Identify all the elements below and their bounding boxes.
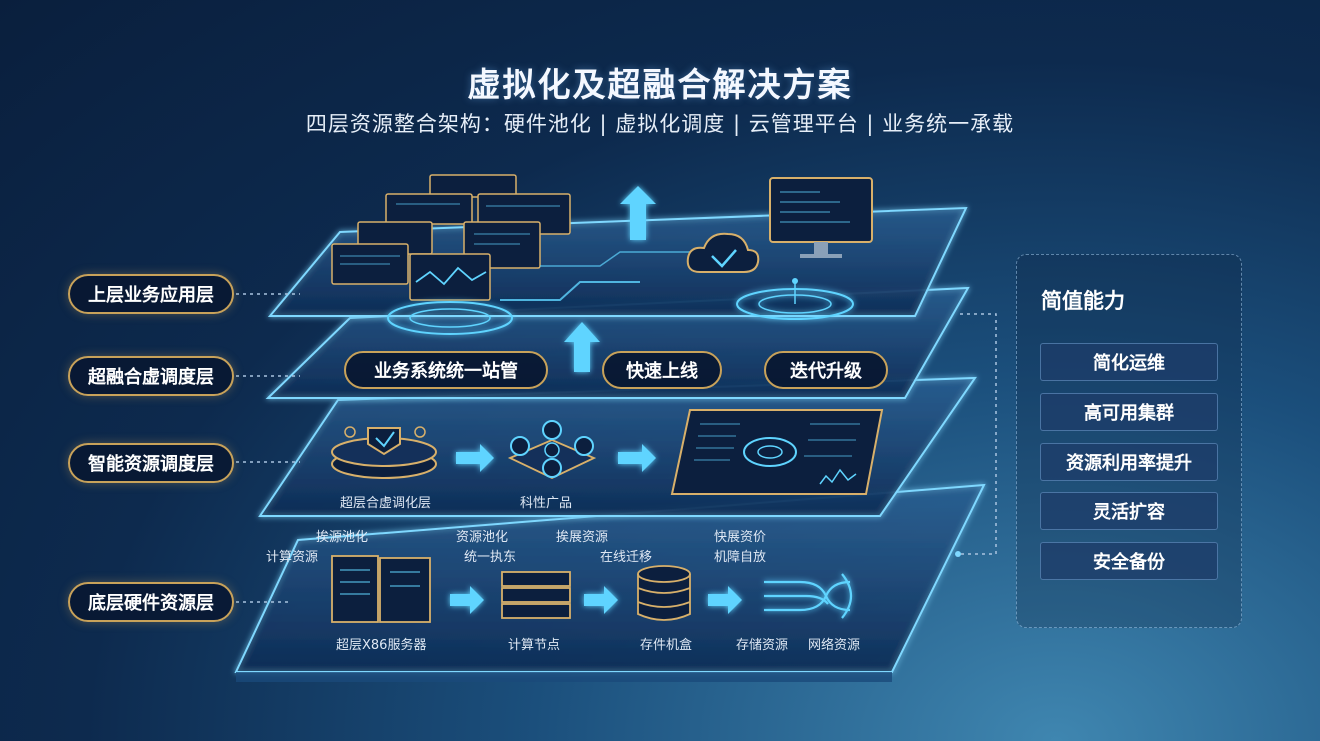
- hardware-feature-label: 挨展资源: [556, 530, 609, 545]
- monitor-icon: [769, 177, 873, 258]
- pill-unified-management: 业务系统统一站管: [344, 351, 548, 389]
- hardware-feature-label: 在线迁移: [600, 550, 653, 565]
- right-arrow-icon: [456, 444, 494, 472]
- bracket-line: [960, 313, 997, 555]
- storage-database-icon: [637, 565, 691, 621]
- right-arrow-icon: [584, 586, 618, 614]
- value-item-simplified-ops: 简化运维: [1040, 343, 1218, 381]
- hardware-feature-label: 统一执东: [464, 550, 517, 565]
- hardware-feature-label: 快展资价: [714, 530, 767, 545]
- network-icon: [764, 573, 853, 619]
- platform-icon: [331, 426, 437, 479]
- right-arrow-icon: [618, 444, 656, 472]
- hardware-feature-label: 挨源池化: [316, 530, 369, 545]
- right-arrow-icon: [450, 586, 484, 614]
- value-panel: 简值能力 简化运维 高可用集群 资源利用率提升 灵活扩容 安全备份: [1016, 254, 1242, 628]
- bracket-dot: [955, 551, 961, 557]
- resource-label: 科性广品: [520, 496, 573, 511]
- layer-label-hyperconverged: 超融合虚调度层: [68, 356, 234, 396]
- layer-label-resource-scheduling: 智能资源调度层: [68, 443, 234, 483]
- value-item-flexible-scaling: 灵活扩容: [1040, 492, 1218, 530]
- hardware-feature-label: 计算资源: [266, 550, 319, 565]
- value-item-backup: 安全备份: [1040, 542, 1218, 580]
- hardware-item-label: 超层X86服务器: [336, 638, 427, 653]
- chart-line-icon: [415, 266, 487, 286]
- up-arrow-icon: [620, 186, 656, 240]
- cluster-icon: [507, 420, 597, 479]
- dashboard-windows-icon: [331, 174, 571, 301]
- up-arrow-icon: [564, 322, 600, 372]
- compute-node-icon: [501, 571, 571, 619]
- hardware-layer-plate-edge: [236, 672, 892, 682]
- page-subtitle: 四层资源整合架构：硬件池化 | 虚拟化调度 | 云管理平台 | 业务统一承载: [305, 112, 1015, 136]
- pill-iterative-upgrade: 迭代升级: [764, 351, 888, 389]
- pill-fast-launch: 快速上线: [602, 351, 722, 389]
- right-arrow-icon: [708, 586, 742, 614]
- management-dashboard-icon: [670, 409, 884, 495]
- value-panel-title: 简值能力: [1041, 289, 1125, 313]
- hardware-item-label: 存储资源: [736, 638, 789, 653]
- cloud-icon: [686, 232, 760, 273]
- layer-label-hardware: 底层硬件资源层: [68, 582, 234, 622]
- hardware-item-label: 存件机盒: [640, 638, 693, 653]
- value-item-utilization: 资源利用率提升: [1040, 443, 1218, 481]
- page-title: 虚拟化及超融合解决方案: [467, 65, 853, 104]
- value-item-ha-cluster: 高可用集群: [1040, 393, 1218, 431]
- server-rack-icon: [331, 555, 431, 623]
- hardware-item-label: 网络资源: [808, 638, 861, 653]
- layer-label-application: 上层业务应用层: [68, 274, 234, 314]
- resource-label: 超层合虚调化层: [340, 496, 432, 511]
- hardware-feature-label: 机障自放: [714, 550, 767, 565]
- hardware-item-label: 计算节点: [508, 638, 561, 653]
- hardware-feature-label: 资源池化: [456, 530, 509, 545]
